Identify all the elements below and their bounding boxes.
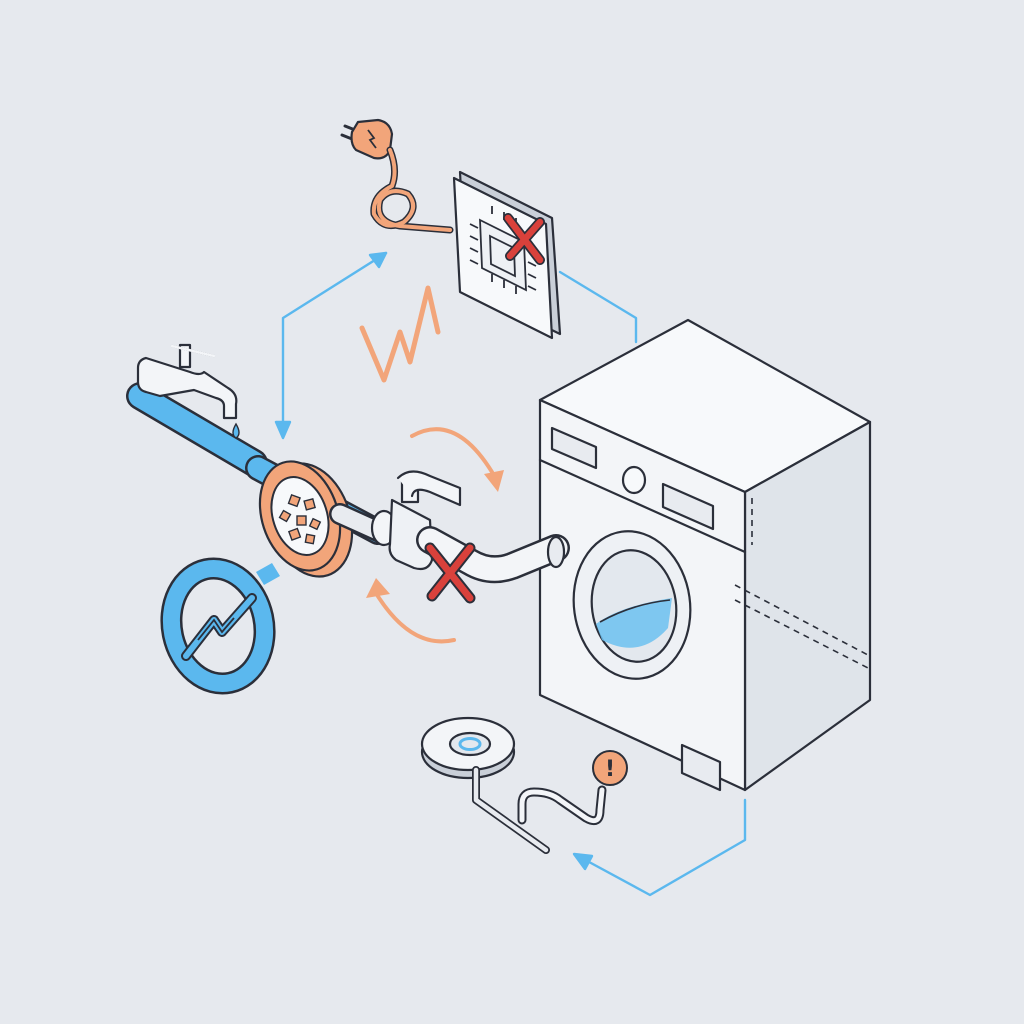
connector-board-to-machine	[558, 270, 638, 344]
warning-mark: !	[605, 757, 615, 782]
detergent-drawer	[550, 426, 598, 470]
inlet-filter-icon	[258, 460, 354, 578]
cycle-arrows	[372, 427, 494, 644]
control-panel-divider	[538, 458, 747, 554]
arrowhead-up	[368, 251, 388, 269]
arrowhead-down	[274, 420, 292, 440]
drain-hose-icon	[517, 785, 607, 826]
inlet-valve-icon	[329, 470, 570, 584]
leak-marker	[256, 563, 280, 585]
broken-seal-ring-icon	[160, 557, 276, 695]
flow-connectors	[274, 251, 747, 897]
control-dial	[621, 465, 647, 495]
fault-x-icon	[424, 542, 476, 604]
water-faucet-icon	[126, 343, 268, 477]
zigzag-spark-icon	[359, 285, 441, 383]
service-hatch	[680, 743, 722, 792]
warning-exclamation-icon: !	[592, 750, 628, 786]
water-in-drum	[596, 598, 672, 648]
drain-pump-icon	[420, 716, 550, 854]
connector-faucet-to-plug	[281, 251, 388, 434]
connector-machine-to-drain	[576, 798, 747, 897]
circuit-board-icon	[452, 170, 562, 340]
washing-machine	[538, 318, 872, 792]
power-plug-icon	[340, 118, 454, 234]
arrowhead-left	[572, 852, 594, 871]
display-panel	[661, 482, 715, 531]
